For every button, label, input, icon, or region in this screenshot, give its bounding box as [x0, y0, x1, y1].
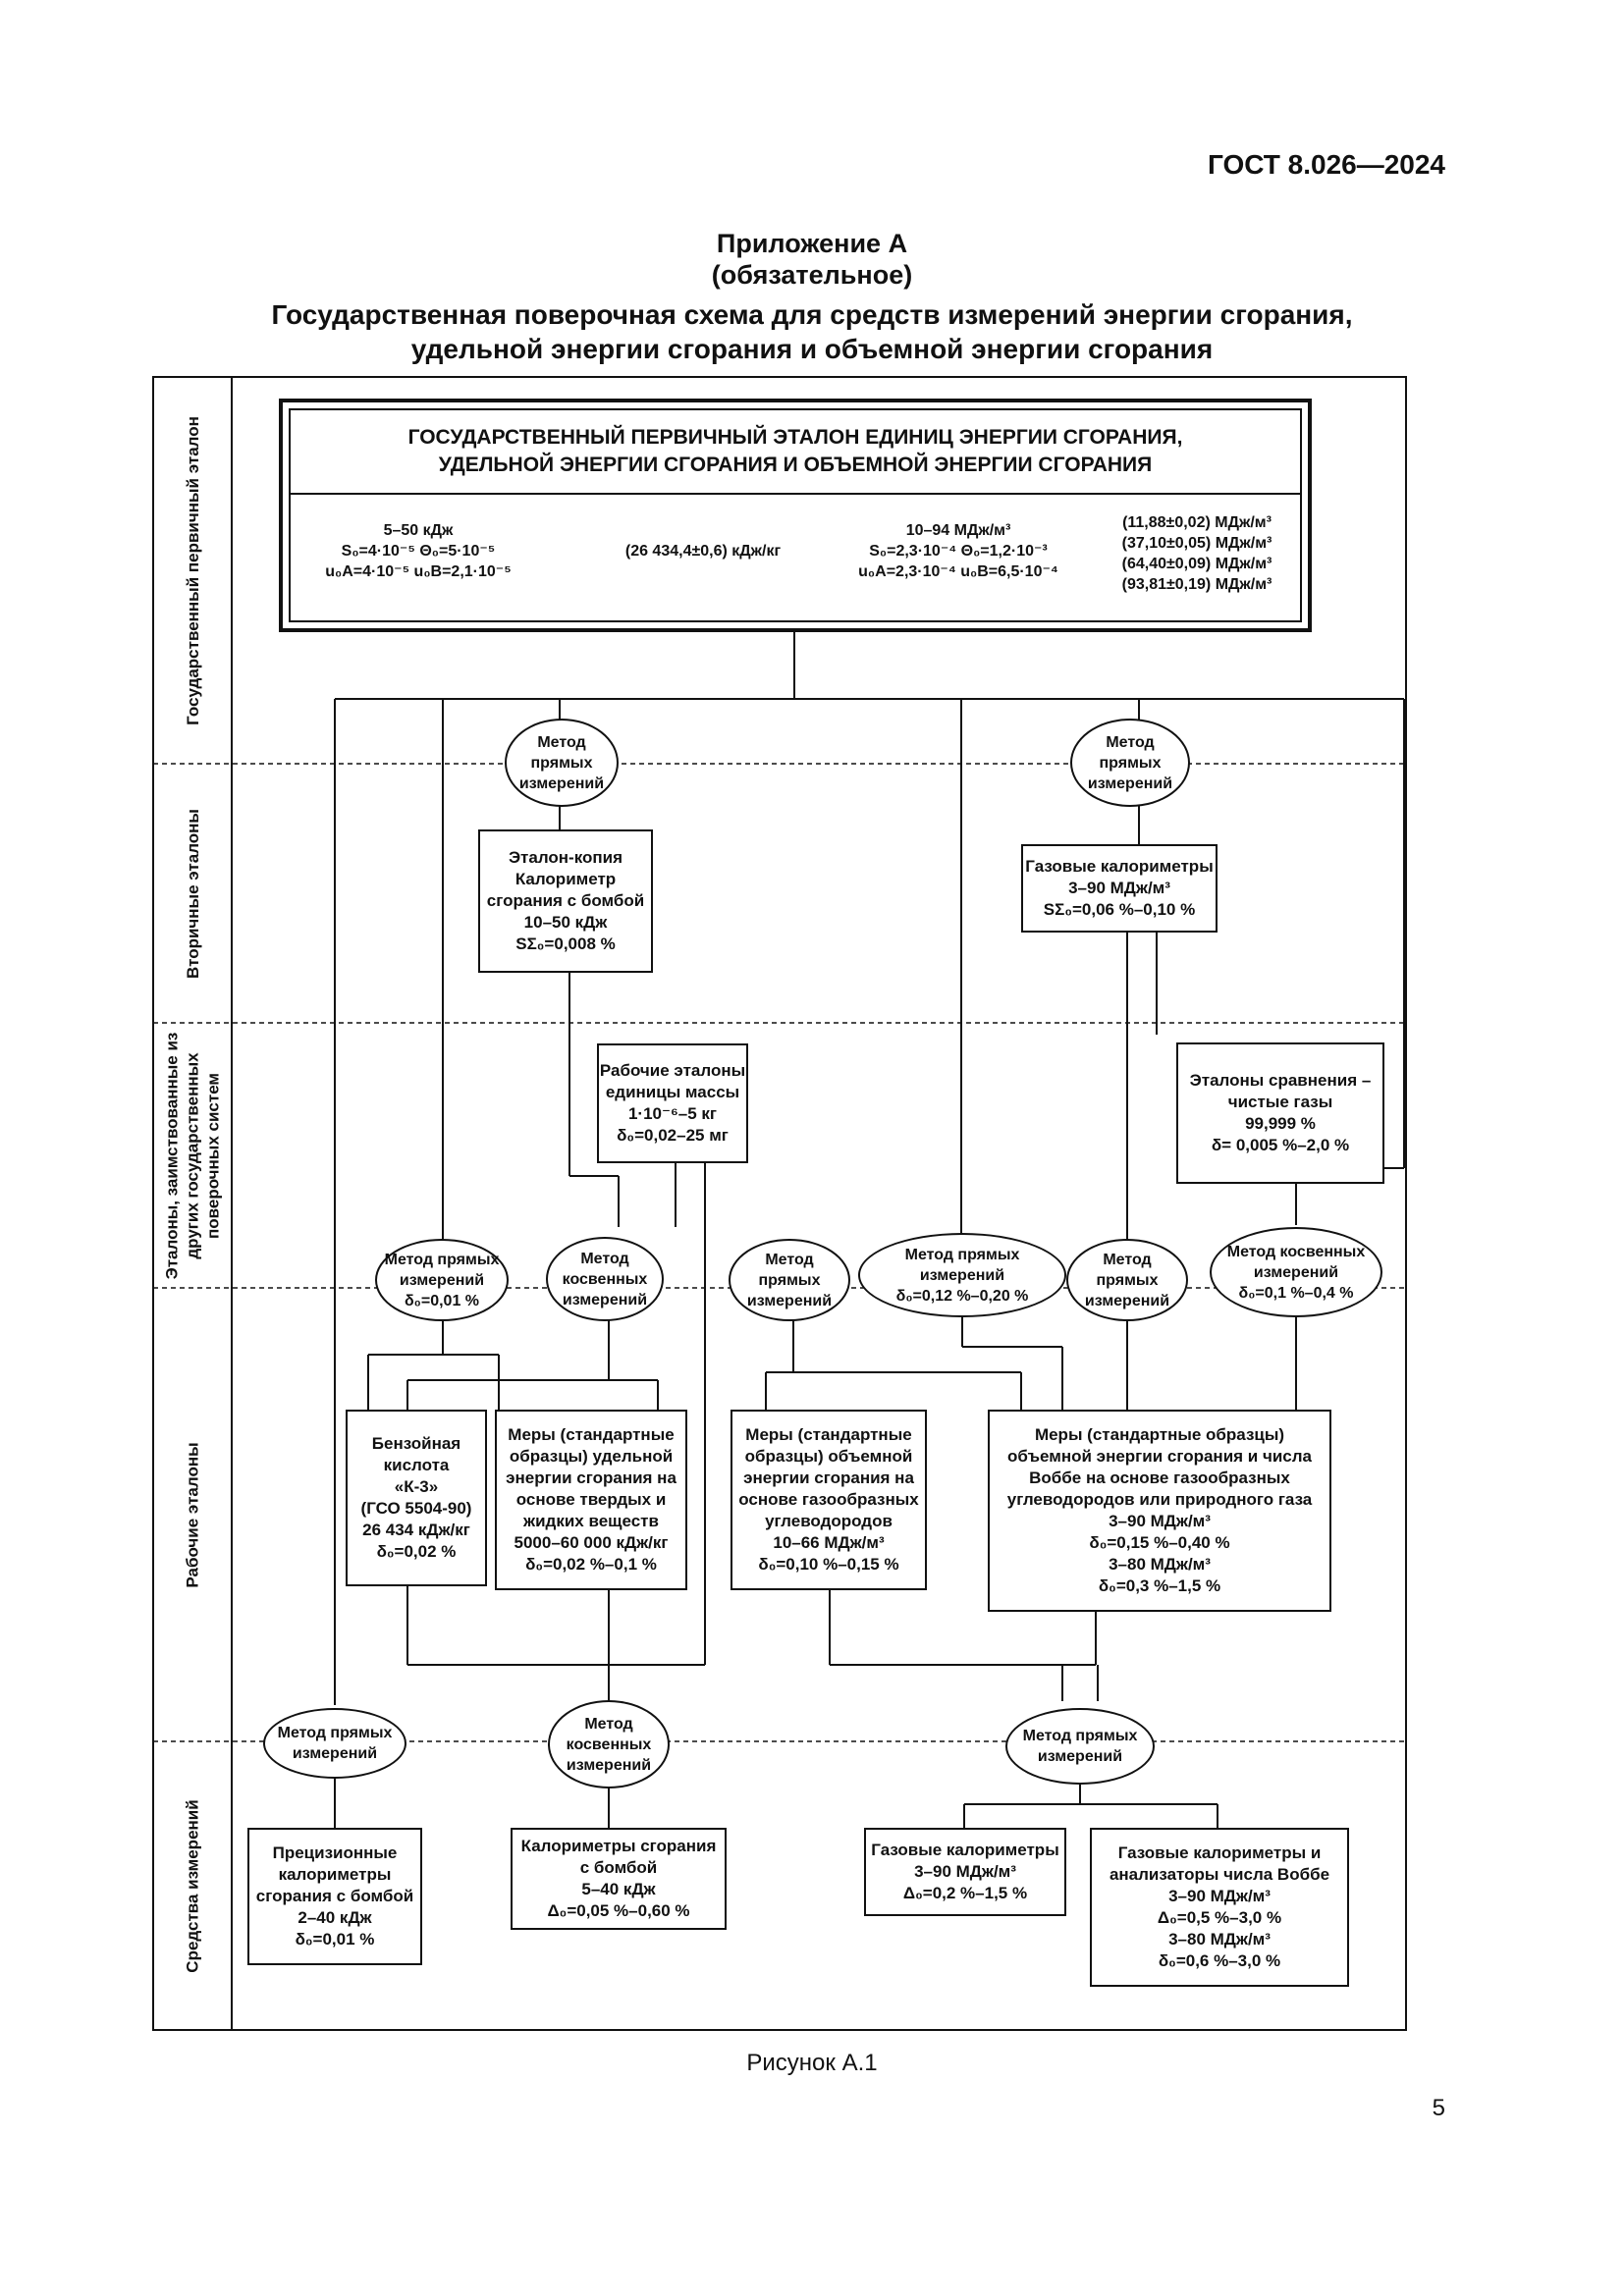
method-ellipse-working-1: Метод прямых измерений δ₀=0,01 %: [375, 1239, 509, 1321]
instrument-gas-calorimeters-box: Газовые калориметры 3–90 МДж/м³ Δ₀=0,2 %…: [864, 1828, 1066, 1916]
level-primary: Государственный первичный эталон: [183, 415, 202, 725]
method-ellipse-working-4: Метод прямых измерений δ₀=0,12 %–0,20 %: [858, 1233, 1066, 1317]
method-ellipse-working-2: Метод косвенных измерений: [546, 1237, 664, 1321]
primary-title-line1: ГОСУДАРСТВЕННЫЙ ПЕРВИЧНЫЙ ЭТАЛОН ЕДИНИЦ …: [407, 426, 1183, 449]
figure-caption: Рисунок А.1: [746, 2050, 878, 2076]
method-ellipse-secondary-right: Метод прямых измерений: [1070, 719, 1190, 807]
primary-col2: (26 434,4±0,6) кДж/кг: [624, 543, 782, 560]
level-instruments: Средства измерений: [183, 1798, 202, 1973]
instrument-precision-calorimeters-box: Прецизионные калориметры сгорания с бомб…: [247, 1828, 422, 1965]
working-wobbe-measures-box: Меры (стандартные образцы) объемной энер…: [988, 1410, 1331, 1612]
primary-col4: (11,88±0,02) МДж/м³ (37,10±0,05) МДж/м³ …: [1121, 514, 1272, 593]
method-ellipse-instruments-3: Метод прямых измерений: [1005, 1708, 1155, 1785]
level-working: Рабочие эталоны: [183, 1441, 202, 1588]
secondary-copy-calorimeter-box: Эталон-копия Калориметр сгорания с бомбо…: [478, 829, 653, 973]
instrument-gas-wobbe-analyzers-box: Газовые калориметры и анализаторы числа …: [1090, 1828, 1349, 1987]
scheme-title-line1: Государственная поверочная схема для сре…: [271, 299, 1353, 330]
working-solid-liquid-measures-box: Меры (стандартные образцы) удельной энер…: [495, 1410, 687, 1590]
method-ellipse-instruments-1: Метод прямых измерений: [263, 1708, 406, 1779]
appendix-title: Приложение А: [716, 229, 908, 258]
method-ellipse-working-5: Метод прямых измерений: [1066, 1239, 1188, 1321]
working-benzoic-acid-box: Бензойная кислота «К-3» (ГСО 5504-90) 26…: [346, 1410, 487, 1586]
level-secondary: Вторичные эталоны: [183, 808, 202, 979]
standard-number: ГОСТ 8.026—2024: [1207, 149, 1445, 180]
appendix-status: (обязательное): [711, 260, 913, 290]
working-gas-volume-measures-box: Меры (стандартные образцы) объемной энер…: [731, 1410, 927, 1590]
scheme-frame: [152, 376, 1407, 2031]
primary-col1: 5–50 кДж S₀=4·10⁻⁵ Θ₀=5·10⁻⁵ u₀A=4·10⁻⁵ …: [325, 522, 512, 580]
method-ellipse-secondary-left: Метод прямых измерений: [505, 719, 619, 807]
instrument-bomb-calorimeters-box: Калориметры сгорания с бомбой 5–40 кДж Δ…: [511, 1828, 727, 1930]
borrowed-mass-standards-box: Рабочие эталоны единицы массы 1·10⁻⁶–5 к…: [597, 1043, 748, 1163]
primary-standard-box: ГОСУДАРСТВЕННЫЙ ПЕРВИЧНЫЙ ЭТАЛОН ЕДИНИЦ …: [279, 399, 1312, 632]
method-ellipse-working-3: Метод прямых измерений: [729, 1239, 850, 1321]
method-ellipse-instruments-2: Метод косвенных измерений: [548, 1700, 670, 1789]
secondary-gas-calorimeters-box: Газовые калориметры 3–90 МДж/м³ SΣ₀=0,06…: [1021, 844, 1218, 933]
page-number: 5: [1432, 2095, 1445, 2121]
method-ellipse-working-6: Метод косвенных измерений δ₀=0,1 %–0,4 %: [1210, 1227, 1382, 1317]
scheme-title-line2: удельной энергии сгорания и объемной эне…: [410, 334, 1214, 364]
level-borrowed: Эталоны, заимствованные из других госуда…: [162, 1032, 223, 1279]
primary-col3: 10–94 МДж/м³ S₀=2,3·10⁻⁴ Θ₀=1,2·10⁻³ u₀A…: [858, 522, 1058, 580]
borrowed-pure-gases-box: Эталоны сравнения – чистые газы 99,999 %…: [1176, 1042, 1384, 1184]
primary-title-line2: УДЕЛЬНОЙ ЭНЕРГИИ СГОРАНИЯ И ОБЪЕМНОЙ ЭНЕ…: [438, 454, 1153, 476]
